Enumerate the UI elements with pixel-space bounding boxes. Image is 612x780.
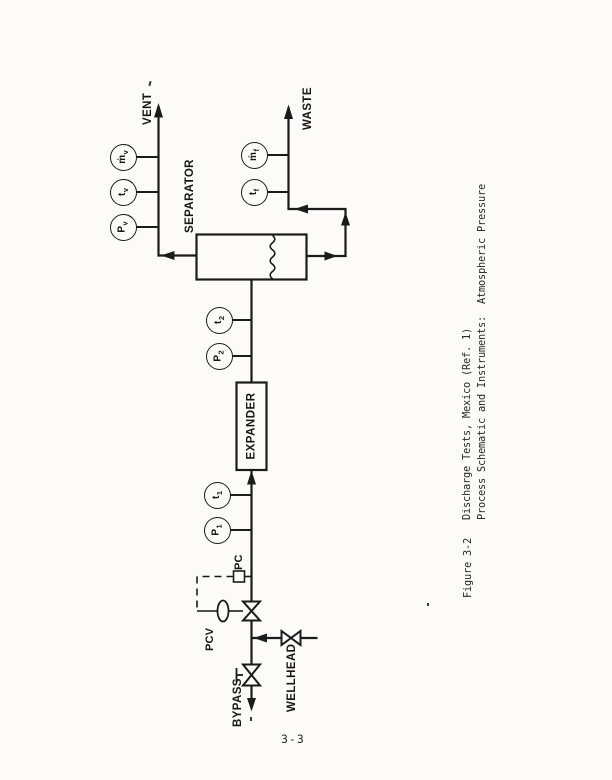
- vent-pipe: [157, 106, 196, 257]
- gauge-tag: Pv: [117, 221, 130, 233]
- expander-inlet-arrow-icon: [247, 470, 256, 485]
- gauge-tag: t1: [210, 490, 224, 500]
- wellhead-inlet-arrow-icon: [253, 633, 267, 643]
- gauge-tag: ṁv: [116, 150, 130, 164]
- waste-outlet-arrow-icon: [284, 104, 293, 119]
- pcv-valve-icon: [240, 609, 263, 622]
- pcv-label: PCV: [204, 627, 216, 651]
- pc-label: PC: [233, 554, 245, 570]
- caption-line1: Process Schematic and Instruments: Atmos…: [476, 184, 488, 520]
- pcv-actuator-diaphragm: [216, 599, 230, 623]
- bypass-label: BYPASS: [232, 678, 244, 727]
- waste-right-arrow-icon: [324, 251, 338, 261]
- gauge-t-2: t2: [205, 306, 233, 334]
- gauge-P-1: P1: [203, 516, 231, 544]
- figure-number: Figure 3-2: [462, 538, 474, 598]
- scan-artifact: [250, 717, 252, 721]
- gauge-tag: tv: [116, 187, 130, 197]
- bypass-valve-icon: [240, 673, 263, 687]
- expander-label: EXPANDER: [245, 392, 258, 460]
- gauge-P-v: Pv: [109, 213, 137, 241]
- gauge-tag: tf: [248, 188, 261, 196]
- bypass-outlet-arrow-icon: [247, 698, 256, 712]
- gauge-tag: P1: [211, 524, 224, 536]
- gauge-t-f: tf: [240, 178, 268, 206]
- wellhead-label: WELLHEAD: [286, 643, 298, 712]
- gauge-t-1: t1: [203, 481, 231, 509]
- expander-box: [235, 381, 268, 472]
- separator-internal-divider: [269, 234, 276, 280]
- gauge-t-v: tv: [109, 178, 137, 206]
- pc-controller-symbol: [232, 570, 246, 583]
- gauge-P-2: P2: [205, 342, 233, 370]
- gauge-m-dot-f: ṁf: [240, 141, 268, 169]
- page-number: 3-3: [281, 732, 305, 746]
- gauge-tag: t2: [212, 315, 226, 325]
- gauge-m-dot-v: ṁv: [109, 143, 137, 171]
- waste-up-arrow-icon: [341, 212, 350, 226]
- pcv-valve-icon: [240, 600, 263, 613]
- vent-label: VENT: [142, 92, 154, 125]
- waste-left-arrow-icon: [294, 204, 308, 214]
- scan-artifact: [427, 603, 429, 606]
- wellhead-valve-icon: [280, 629, 293, 647]
- waste-label: WASTE: [302, 87, 314, 130]
- caption-line2: Discharge Tests, Mexico (Ref. 1): [461, 328, 473, 520]
- separator-to-vent-arrow-icon: [161, 251, 175, 260]
- expander-box-label-wrap: EXPANDER: [236, 382, 267, 470]
- separator-label: SEPARATOR: [184, 159, 196, 233]
- gauge-tag: ṁf: [248, 149, 261, 161]
- separator-vessel: [195, 233, 308, 281]
- gauge-tag: P2: [213, 350, 226, 362]
- vent-arrow-icon: [154, 103, 163, 118]
- bypass-valve-icon: [240, 663, 263, 677]
